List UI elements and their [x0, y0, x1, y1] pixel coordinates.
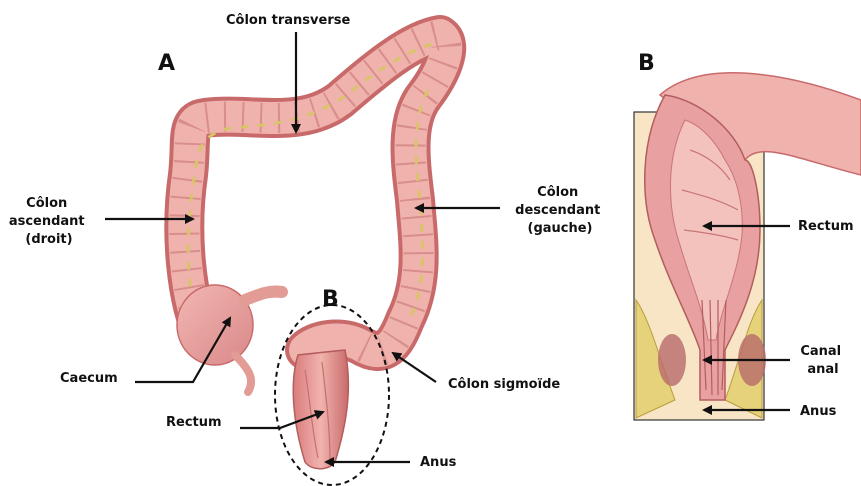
label-anal-canal: Canal anal — [800, 344, 845, 377]
panel-a-letter: A — [158, 51, 175, 76]
ileum — [245, 292, 282, 300]
label-transverse-colon: Côlon transverse — [226, 13, 350, 28]
zoom-letter: B — [322, 287, 339, 312]
colon-illustration — [177, 35, 446, 469]
label-caecum: Caecum — [60, 371, 118, 386]
label-rectum-a: Rectum — [166, 415, 222, 430]
label-descending-colon: Côlon descendant (gauche) — [515, 185, 605, 236]
appendix — [235, 355, 251, 392]
label-sigmoid-colon: Côlon sigmoïde — [448, 377, 560, 392]
label-ascending-colon: Côlon ascendant (droit) — [9, 196, 89, 247]
label-anus-b: Anus — [800, 404, 837, 419]
arrow-sigmoid — [393, 353, 436, 382]
label-rectum-b: Rectum — [798, 219, 854, 234]
rectum-a — [293, 350, 348, 469]
panel-b-letter: B — [638, 51, 655, 76]
label-anus-a: Anus — [420, 455, 457, 470]
